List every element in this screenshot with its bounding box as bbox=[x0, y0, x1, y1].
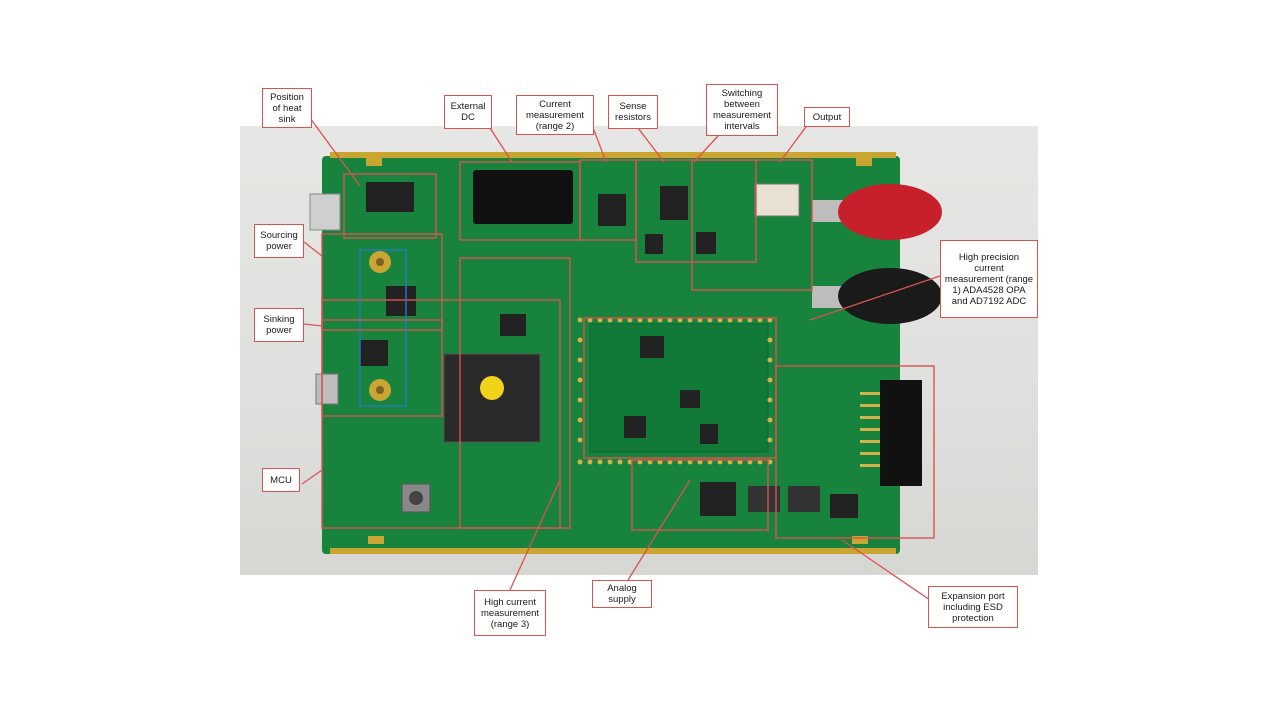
ic-chip bbox=[640, 336, 664, 358]
label-expansion: Expansion port including ESD protection bbox=[928, 586, 1018, 628]
header-pins bbox=[860, 392, 880, 467]
label-switching: Switching between measurement intervals bbox=[706, 84, 778, 136]
mcu-sticker bbox=[480, 376, 504, 400]
relay bbox=[754, 183, 800, 217]
region-switching bbox=[691, 159, 813, 291]
expansion-header bbox=[880, 380, 922, 486]
label-sinking: Sinking power bbox=[254, 308, 304, 342]
heat-sink-component bbox=[366, 182, 414, 212]
label-current-range2: Current measurement (range 2) bbox=[516, 95, 594, 135]
ic-chip bbox=[598, 194, 626, 226]
ic-chip bbox=[748, 486, 780, 512]
label-sense-resistors: Sense resistors bbox=[608, 95, 658, 129]
ic-chip bbox=[696, 232, 716, 254]
pad-grid bbox=[577, 317, 773, 465]
label-external-dc: External DC bbox=[444, 95, 492, 129]
ic-chip bbox=[360, 340, 388, 366]
mount-pad bbox=[368, 536, 384, 544]
mount-pad bbox=[856, 158, 872, 166]
region-module-blue bbox=[359, 249, 407, 407]
output-jack-red bbox=[838, 184, 942, 240]
ic-chip bbox=[830, 494, 858, 518]
label-analog-supply: Analog supply bbox=[592, 580, 652, 608]
mount-pad bbox=[366, 158, 382, 166]
label-sourcing: Sourcing power bbox=[254, 224, 304, 258]
ic-chip bbox=[624, 416, 646, 438]
label-high-current: High current measurement (range 3) bbox=[474, 590, 546, 636]
region-analog-supply bbox=[631, 459, 769, 531]
ic-chip bbox=[788, 486, 820, 512]
region-heat-sink bbox=[343, 173, 437, 239]
pcb-top-edge bbox=[330, 152, 896, 158]
ic-chip bbox=[680, 390, 700, 408]
ic-chip bbox=[500, 314, 526, 336]
pcb-bottom-edge bbox=[330, 548, 896, 554]
ic-chip bbox=[700, 424, 718, 444]
ic-chip bbox=[645, 234, 663, 254]
label-high-precision: High precision current measurement (rang… bbox=[940, 240, 1038, 318]
label-output: Output bbox=[804, 107, 850, 127]
mount-pad bbox=[852, 536, 868, 544]
ic-chip bbox=[386, 286, 416, 316]
region-mcu bbox=[321, 299, 561, 529]
output-jack-black bbox=[838, 268, 942, 324]
region-outlines bbox=[321, 159, 935, 539]
precision-module bbox=[589, 323, 769, 453]
label-heat-sink: Position of heat sink bbox=[262, 88, 312, 128]
region-sourcing bbox=[321, 233, 443, 331]
leader-lines bbox=[301, 117, 941, 601]
usb-connector bbox=[315, 373, 339, 405]
region-range3 bbox=[459, 257, 571, 529]
region-expansion bbox=[775, 365, 935, 539]
label-mcu: MCU bbox=[262, 468, 300, 492]
external-dc-connector bbox=[473, 170, 573, 224]
power-connector bbox=[309, 193, 341, 231]
ic-chip bbox=[660, 186, 688, 220]
ic-chip bbox=[700, 482, 736, 516]
